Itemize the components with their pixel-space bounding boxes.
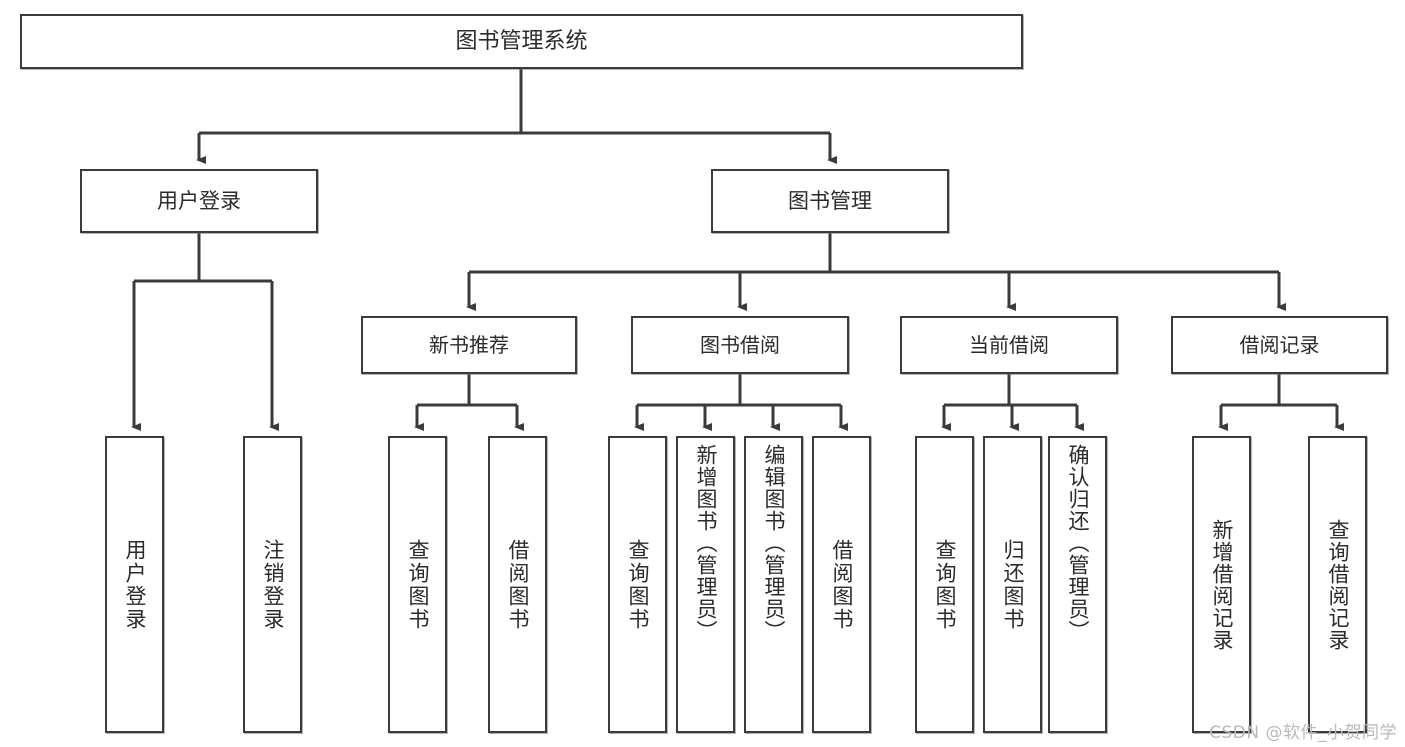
node-book-borrow[interactable]: 图书借阅 xyxy=(631,316,849,374)
node-leaf-user-login[interactable]: 用户登录 xyxy=(105,436,164,733)
node-leaf-query-book-rec[interactable]: 查询图书 xyxy=(388,436,447,733)
node-book-borrow-label: 图书借阅 xyxy=(700,332,780,357)
node-leaf-edit-book-label: 编辑图书（管理员） xyxy=(762,444,786,642)
node-root-label: 图书管理系统 xyxy=(455,28,588,54)
node-user-login-label: 用户登录 xyxy=(157,188,241,213)
node-leaf-add-book[interactable]: 新增图书（管理员） xyxy=(676,436,735,733)
node-book-manage-label: 图书管理 xyxy=(788,188,872,213)
node-root[interactable]: 图书管理系统 xyxy=(20,14,1023,69)
node-leaf-borrow-book[interactable]: 借阅图书 xyxy=(812,436,871,733)
node-leaf-query-book-borrow[interactable]: 查询图书 xyxy=(608,436,667,733)
node-book-manage[interactable]: 图书管理 xyxy=(711,169,949,233)
csdn-watermark: CSDN @软件_小贺同学 xyxy=(1209,723,1397,743)
node-leaf-user-logout-label: 注销登录 xyxy=(261,538,285,631)
node-leaf-return-book-label: 归还图书 xyxy=(1001,538,1025,631)
node-leaf-query-book-borrow-label: 查询图书 xyxy=(626,538,650,631)
node-user-login[interactable]: 用户登录 xyxy=(80,169,318,233)
node-leaf-return-book[interactable]: 归还图书 xyxy=(983,436,1042,733)
node-new-book-rec[interactable]: 新书推荐 xyxy=(361,316,577,374)
node-leaf-query-book-rec-label: 查询图书 xyxy=(406,538,430,631)
node-leaf-confirm-return[interactable]: 确认归还（管理员） xyxy=(1048,436,1107,733)
node-leaf-query-record-label: 查询借阅记录 xyxy=(1326,518,1350,651)
node-current-borrow[interactable]: 当前借阅 xyxy=(900,316,1118,374)
node-leaf-borrow-book-rec-label: 借阅图书 xyxy=(506,538,530,631)
node-new-book-rec-label: 新书推荐 xyxy=(429,332,509,357)
node-leaf-add-record[interactable]: 新增借阅记录 xyxy=(1192,436,1251,733)
node-borrow-records-label: 借阅记录 xyxy=(1239,332,1320,357)
node-leaf-user-logout[interactable]: 注销登录 xyxy=(243,436,302,733)
node-leaf-borrow-book-rec[interactable]: 借阅图书 xyxy=(488,436,547,733)
node-leaf-user-login-label: 用户登录 xyxy=(123,538,147,631)
node-leaf-borrow-book-label: 借阅图书 xyxy=(830,538,854,631)
node-leaf-query-record[interactable]: 查询借阅记录 xyxy=(1308,436,1367,733)
node-leaf-query-book-current-label: 查询图书 xyxy=(933,538,957,631)
node-leaf-query-book-current[interactable]: 查询图书 xyxy=(915,436,974,733)
node-borrow-records[interactable]: 借阅记录 xyxy=(1171,316,1388,374)
node-leaf-add-book-label: 新增图书（管理员） xyxy=(694,444,718,642)
node-leaf-confirm-return-label: 确认归还（管理员） xyxy=(1066,444,1090,642)
node-current-borrow-label: 当前借阅 xyxy=(969,332,1049,357)
node-leaf-edit-book[interactable]: 编辑图书（管理员） xyxy=(744,436,803,733)
node-leaf-add-record-label: 新增借阅记录 xyxy=(1210,518,1234,651)
